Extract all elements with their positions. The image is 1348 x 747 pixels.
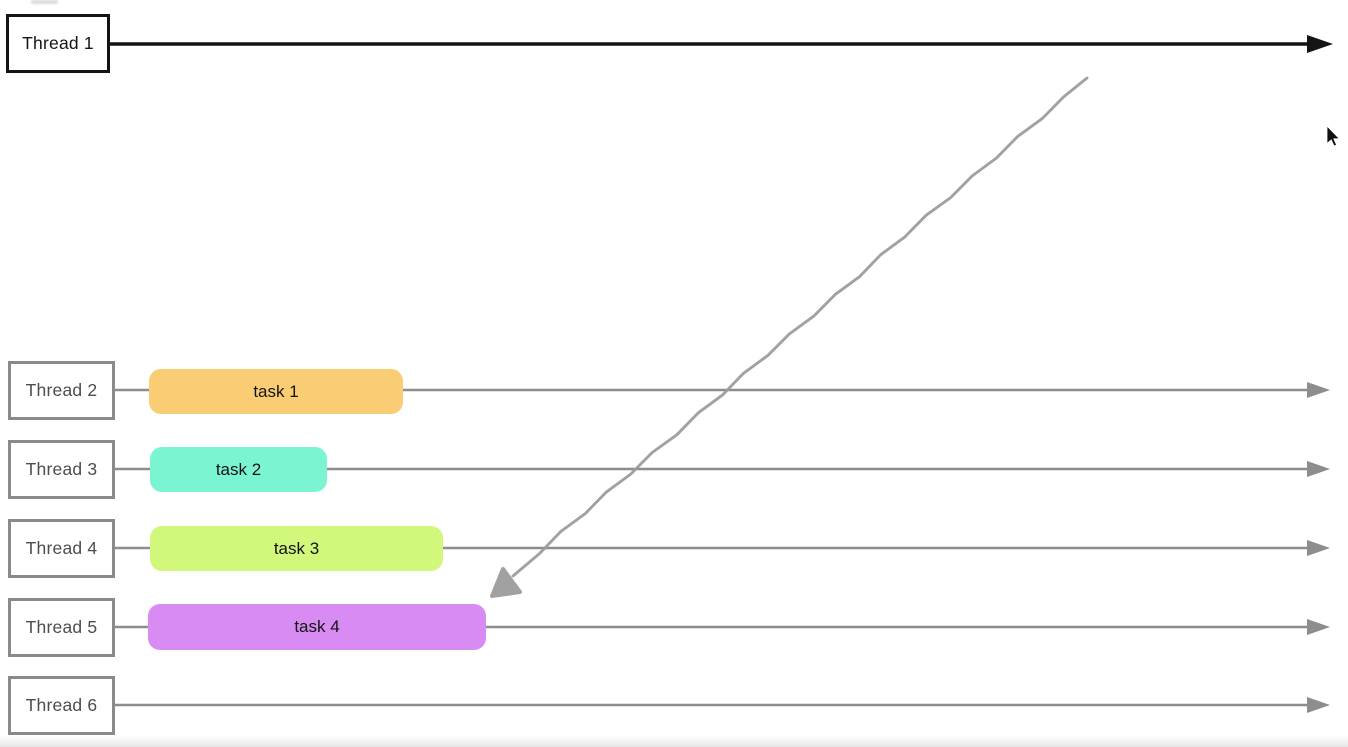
thread-6-box: Thread 6 [8,676,115,735]
thread-4-label: Thread 4 [25,538,98,558]
thread-2-box: Thread 2 [8,361,115,420]
bottom-edge-strip [0,735,1348,747]
task-3-label: task 3 [273,538,320,558]
mouse-cursor-icon [1326,125,1341,147]
thread-3-arrowhead-icon [1307,461,1330,477]
thread-4-arrowhead-icon [1307,540,1330,556]
thread-5-arrowhead-icon [1307,619,1330,635]
task-2-label: task 2 [215,459,262,479]
task-2-bar: task 2 [150,447,327,492]
thread-5-box: Thread 5 [8,598,115,657]
thread-3-label: Thread 3 [25,459,98,479]
task-1-bar: task 1 [149,369,403,414]
thread-1-box: Thread 1 [6,14,110,73]
task-4-bar: task 4 [148,604,486,650]
annotation-arrowhead-icon [490,567,522,598]
thread-2-label: Thread 2 [25,380,98,400]
task-3-bar: task 3 [150,526,443,571]
task-4-label: task 4 [294,617,340,636]
thread-1-label: Thread 1 [22,33,94,53]
thread-6-label: Thread 6 [25,695,98,715]
thread-6-arrowhead-icon [1307,697,1330,713]
thread-4-box: Thread 4 [8,519,115,578]
annotation-arrow-line [511,76,1089,578]
thread-3-box: Thread 3 [8,440,115,499]
thread-5-label: Thread 5 [25,617,98,637]
thread-2-arrowhead-icon [1307,382,1330,398]
top-edge-smudge [31,0,58,4]
task-1-label: task 1 [253,381,299,401]
thread-1-arrowhead-icon [1307,35,1333,53]
